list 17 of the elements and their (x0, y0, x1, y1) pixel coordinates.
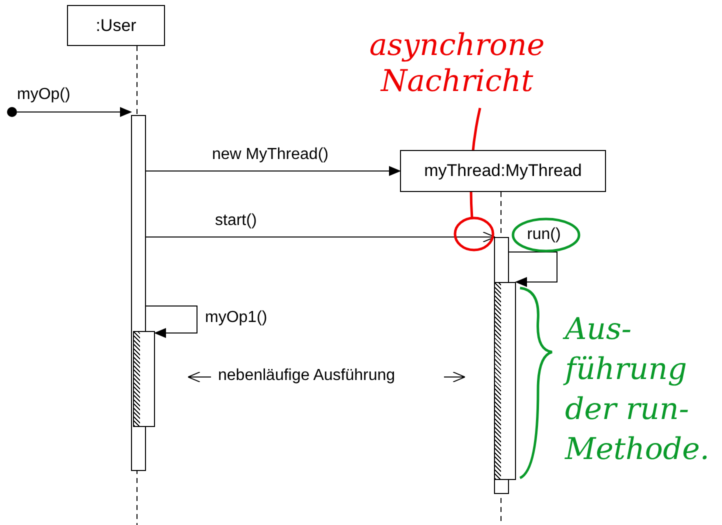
lifeline-header-box: :User (67, 5, 165, 46)
edge-label: run() (525, 226, 563, 244)
message-arrow (146, 232, 496, 242)
edge-label: start() (213, 212, 259, 230)
edge-label: myOp1() (203, 309, 270, 327)
handwritten-note: asynchrone Nachricht (332, 28, 582, 108)
handwritten-note: Aus-führung der run-Methode. (565, 310, 715, 510)
edge-label: myOp() (15, 86, 72, 104)
start-dot (7, 107, 17, 117)
activation-bar (133, 331, 155, 427)
edge-label: new MyThread() (210, 146, 330, 164)
activation-bar (494, 282, 516, 480)
message-arrow (146, 306, 198, 338)
message-arrow (16, 107, 132, 117)
message-arrow (508, 252, 558, 287)
lifeline-header-box: myThread:MyThread (400, 150, 606, 192)
message-arrow (146, 166, 401, 176)
